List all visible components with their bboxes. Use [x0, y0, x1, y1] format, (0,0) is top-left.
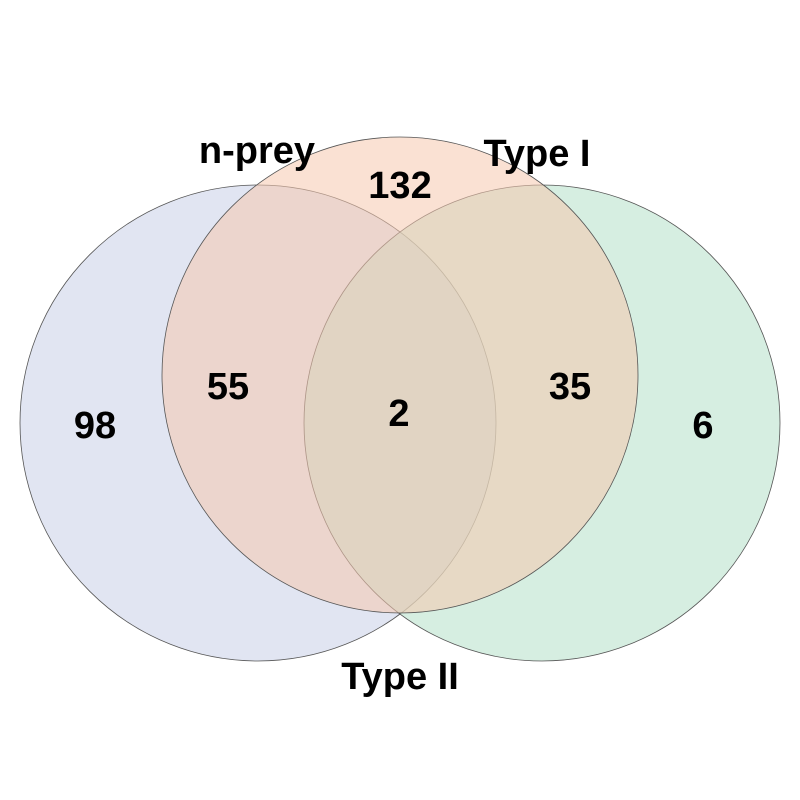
- set-circle-top: [161, 136, 639, 614]
- count-top-only: 132: [368, 165, 431, 207]
- count-left-top: 55: [207, 366, 249, 408]
- set-label-right: Type II: [341, 656, 459, 698]
- count-all-three: 2: [388, 393, 409, 435]
- set-label-left: n-prey: [199, 130, 315, 172]
- set-label-top: Type I: [484, 133, 591, 175]
- count-left-only: 98: [74, 405, 116, 447]
- count-right-only: 6: [692, 405, 713, 447]
- count-top-right: 35: [549, 366, 591, 408]
